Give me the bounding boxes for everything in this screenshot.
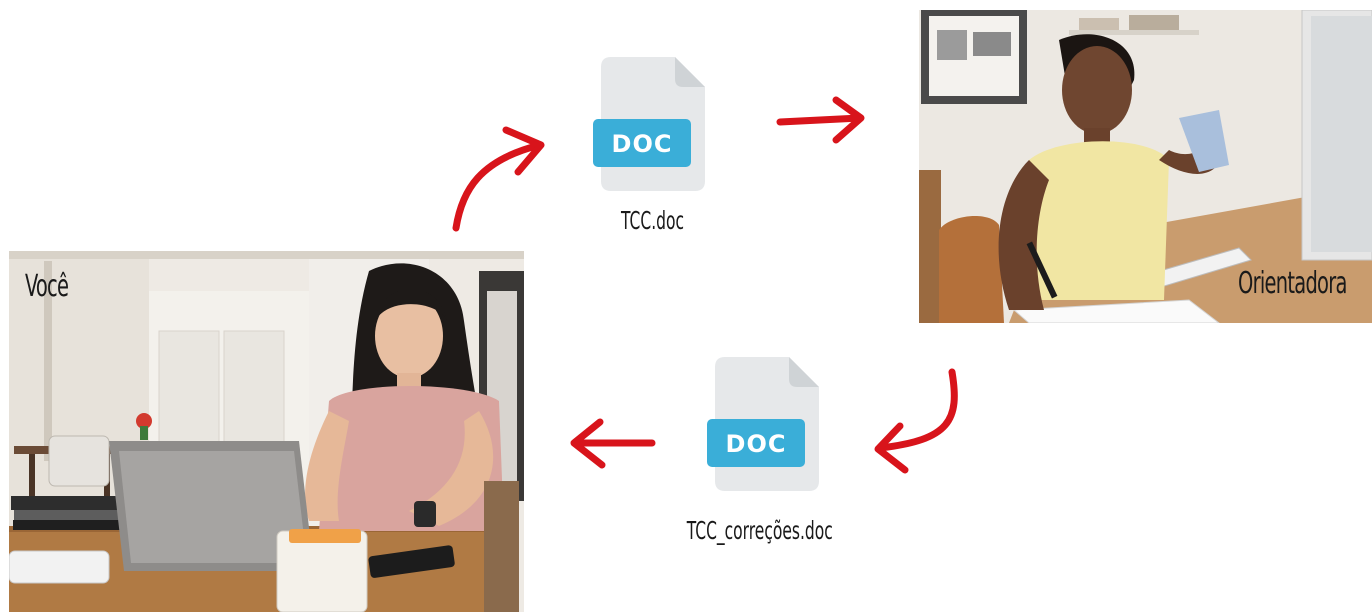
draft-document-icon: DOC bbox=[593, 57, 711, 191]
arrow-draft-to-advisor-head bbox=[832, 96, 865, 144]
arrow-student-to-draft bbox=[452, 141, 544, 232]
draft-filename: TCC.doc bbox=[621, 206, 684, 235]
arrow-advisor-to-revised-head bbox=[874, 422, 909, 474]
draft-doc-tag-text: DOC bbox=[612, 130, 673, 158]
arrow-advisor-to-revised bbox=[876, 368, 958, 452]
arrow-revised-to-student-head bbox=[570, 418, 606, 469]
revised-document-icon: DOC bbox=[707, 357, 825, 491]
arrow-draft-to-advisor bbox=[776, 114, 864, 126]
student-photo: Você bbox=[9, 251, 524, 612]
arrow-student-to-draft-head bbox=[502, 126, 545, 176]
student-label: Você bbox=[25, 269, 69, 304]
advisor-photo: Orientadora bbox=[919, 10, 1372, 323]
advisor-label: Orientadora bbox=[1238, 266, 1347, 301]
revised-filename: TCC_correções.doc bbox=[686, 516, 833, 545]
revised-doc-tag-text: DOC bbox=[726, 430, 787, 458]
